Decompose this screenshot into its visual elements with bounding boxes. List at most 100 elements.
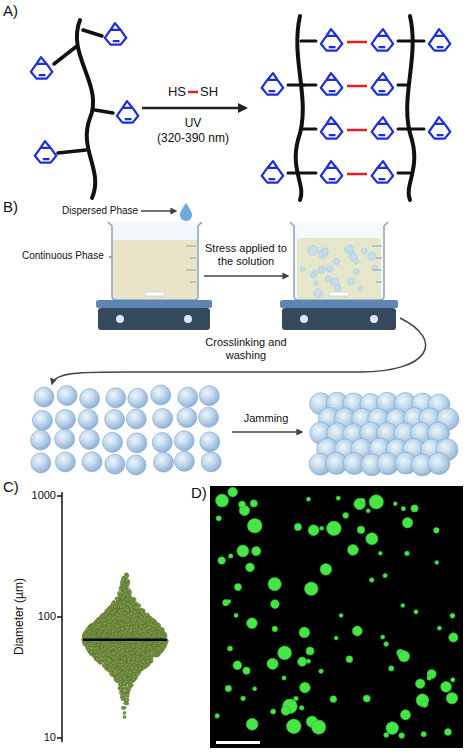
polymer-left (31, 20, 138, 198)
sphere (174, 451, 194, 471)
y-axis (57, 492, 62, 742)
sphere (55, 429, 75, 449)
data-point (125, 686, 128, 689)
data-point (88, 643, 91, 646)
sphere (200, 432, 220, 452)
beaker-one (108, 222, 202, 300)
sphere (151, 385, 171, 405)
sphere (55, 409, 75, 429)
data-point (123, 646, 126, 649)
process-arrow (204, 275, 288, 277)
pointer-arrow (141, 210, 176, 212)
data-point (146, 617, 149, 620)
sphere (106, 388, 126, 408)
sphere (199, 407, 219, 427)
data-point (139, 630, 142, 633)
data-point (154, 631, 157, 634)
data-point (120, 686, 123, 689)
microgel-spheres (31, 385, 222, 475)
data-point (91, 624, 94, 627)
data-point (158, 633, 161, 636)
stir-plate-two (280, 300, 398, 330)
sphere (80, 389, 100, 409)
sphere (201, 452, 221, 472)
data-point (118, 618, 121, 621)
data-point (131, 651, 134, 654)
data-point (127, 582, 130, 585)
sphere (153, 452, 173, 472)
data-point (101, 614, 104, 617)
data-point (145, 656, 148, 659)
data-point (159, 629, 162, 632)
process-arrow (232, 431, 302, 433)
data-point (94, 647, 97, 650)
sphere (428, 453, 450, 475)
data-point (146, 642, 149, 645)
process-arrow (52, 318, 426, 384)
data-point (151, 619, 154, 622)
data-point (88, 630, 91, 633)
sphere (177, 407, 197, 427)
data-point (107, 626, 110, 629)
data-point (139, 655, 142, 658)
sphere (105, 409, 125, 429)
sphere (153, 408, 173, 428)
sphere (105, 454, 125, 474)
data-point (120, 692, 123, 695)
data-point (127, 658, 130, 661)
data-point (101, 627, 104, 630)
data-point (119, 588, 122, 591)
data-point (95, 658, 98, 661)
data-point (123, 706, 126, 709)
data-point (126, 654, 129, 657)
data-point (104, 612, 107, 615)
thiol-bond (188, 91, 198, 94)
data-point (152, 643, 155, 646)
sphere (103, 432, 123, 452)
data-point (142, 652, 145, 655)
sphere (199, 386, 219, 406)
sphere (32, 410, 52, 430)
sphere (31, 453, 51, 473)
data-point (140, 609, 143, 612)
jammed-spheres (309, 392, 459, 476)
data-point (130, 666, 133, 669)
sphere (128, 388, 148, 408)
data-point (95, 657, 98, 660)
data-point (128, 683, 131, 686)
data-point (142, 659, 145, 662)
beaker-two (290, 222, 388, 300)
reaction-arrow (142, 107, 246, 110)
sphere (34, 387, 54, 407)
data-point (112, 656, 115, 659)
sphere (174, 431, 194, 451)
violin-points (81, 573, 168, 719)
data-point (125, 699, 128, 702)
data-point (115, 624, 118, 627)
data-point (126, 698, 129, 701)
data-point (115, 597, 118, 600)
sphere (79, 429, 99, 449)
data-point (112, 668, 115, 671)
sphere (127, 433, 147, 453)
data-point (128, 671, 131, 674)
sphere (126, 455, 146, 475)
sphere (152, 433, 172, 453)
stir-plate-one (96, 300, 212, 330)
sphere (78, 409, 98, 429)
polymer-network (262, 16, 451, 200)
data-point (124, 702, 127, 705)
data-point (103, 664, 106, 667)
sphere (178, 387, 198, 407)
data-point (124, 686, 127, 689)
data-point (89, 650, 92, 653)
sphere (57, 386, 77, 406)
sphere (82, 452, 102, 472)
droplet (180, 203, 192, 221)
data-point (142, 647, 145, 650)
data-point (143, 629, 146, 632)
data-point (145, 664, 148, 667)
sphere (126, 409, 146, 429)
data-point (146, 642, 149, 645)
